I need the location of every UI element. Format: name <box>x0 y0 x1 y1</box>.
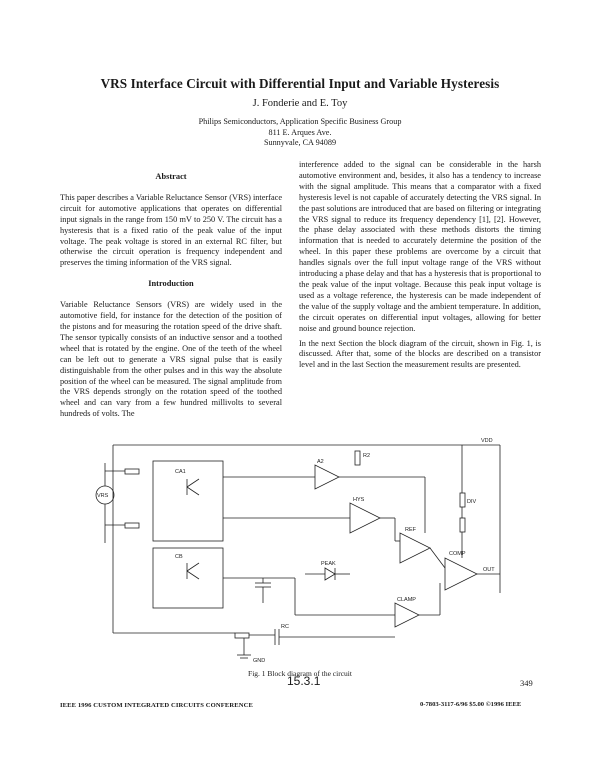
block-diagram-figure: VRS CA1 CB A2 R2 HYS REF DIV PEAK CLAMP … <box>95 438 501 664</box>
affiliation-line: Sunnyvale, CA 94089 <box>263 138 337 147</box>
left-column: Abstract This paper describes a Variable… <box>60 172 282 420</box>
affiliation-line: 811 E. Arques Ave. <box>268 127 332 137</box>
body-paragraph: interference added to the signal can be … <box>299 160 541 333</box>
r2-label: R2 <box>363 453 370 459</box>
author-affiliation: Philips Semiconductors, Application Spec… <box>0 117 600 149</box>
right-column: interference added to the signal can be … <box>299 160 541 371</box>
hys-label: HYS <box>353 497 365 503</box>
cb-label: CB <box>175 554 183 560</box>
a2-label: A2 <box>317 459 324 465</box>
vdd-label: VDD <box>481 438 493 444</box>
abstract-text: This paper describes a Variable Reluctan… <box>60 192 282 268</box>
figure-caption: Fig. 1 Block diagram of the circuit <box>248 669 352 678</box>
page-code: 15.3.1 <box>287 674 321 688</box>
body-paragraph: In the next Section the block diagram of… <box>299 338 541 370</box>
page-number: 349 <box>520 678 533 688</box>
comp-label: COMP <box>449 551 466 557</box>
vrs-label: VRS <box>97 493 109 499</box>
paper-authors: J. Fonderie and E. Toy <box>252 98 348 109</box>
out-label: OUT <box>483 567 495 573</box>
gnd-label: GND <box>253 658 265 664</box>
ref-label: REF <box>405 527 417 533</box>
introduction-text: Variable Reluctance Sensors (VRS) are wi… <box>60 300 282 419</box>
ca1-label: CA1 <box>175 469 186 475</box>
clamp-label: CLAMP <box>397 597 416 603</box>
introduction-heading: Introduction <box>148 279 194 289</box>
div-label: DIV <box>467 499 477 505</box>
affiliation-line: Philips Semiconductors, Application Spec… <box>198 117 402 126</box>
paper-title: VRS Interface Circuit with Differential … <box>100 76 500 91</box>
peak-label: PEAK <box>321 561 336 567</box>
issn-footer: 0-7803-3117-6/96 $5.00 ©1996 IEEE <box>420 701 522 708</box>
abstract-heading: Abstract <box>155 172 187 181</box>
conference-footer: IEEE 1996 CUSTOM INTEGRATED CIRCUITS CON… <box>60 702 253 709</box>
rc-label: RC <box>281 624 289 630</box>
